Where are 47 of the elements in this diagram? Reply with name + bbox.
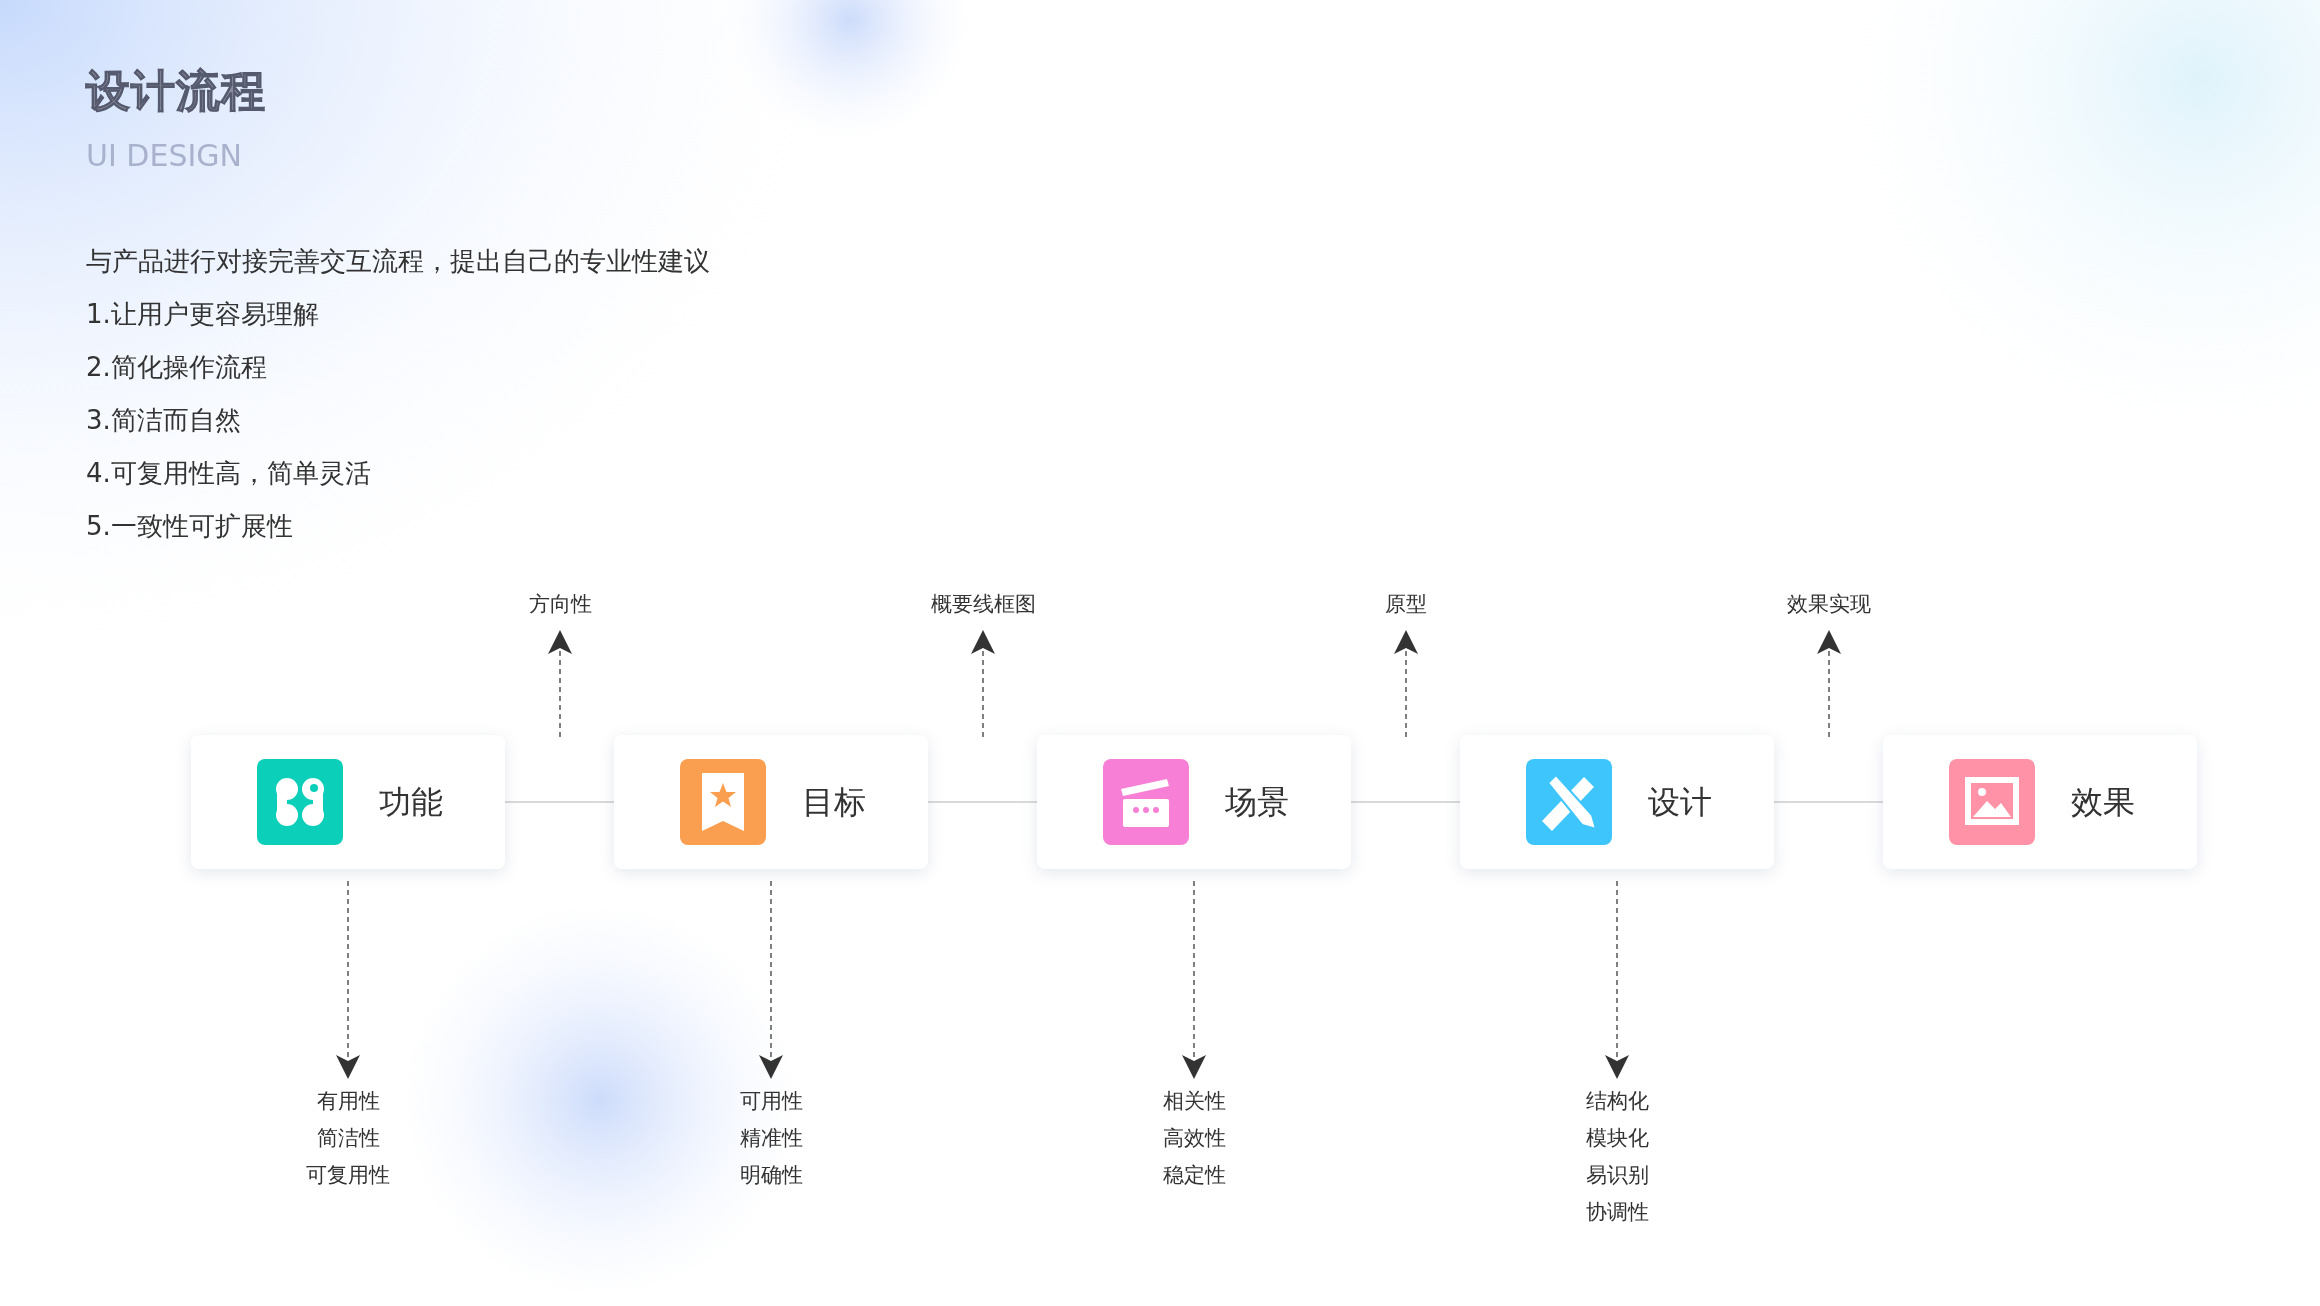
description-text: 3.简洁而自然 [86, 404, 241, 437]
connector-line [1350, 801, 1461, 803]
step-label: 效果 [2071, 782, 2135, 823]
attribute-text: 相关性 [1162, 1088, 1226, 1115]
attribute-text: 稳定性 [1162, 1162, 1226, 1189]
connector-line [504, 801, 615, 803]
attribute-text: 易识别 [1585, 1162, 1649, 1189]
step-label: 功能 [379, 782, 443, 823]
connector-line [927, 801, 1038, 803]
attribute-text: 模块化 [1585, 1125, 1649, 1152]
attribute-text: 简洁性 [315, 1125, 381, 1152]
stage-label: 效果实现 [1787, 590, 1871, 618]
step-card [1037, 735, 1351, 869]
description-text: 5.一致性可扩展性 [86, 510, 293, 543]
dashed-arrow [1817, 630, 1841, 738]
stage-label: 原型 [1385, 590, 1427, 618]
step-card [614, 735, 928, 869]
stage-label: 概要线框图 [930, 590, 1036, 618]
dashed-arrow [759, 880, 783, 1079]
attribute-text: 精准性 [739, 1125, 803, 1152]
description-text: 2.简化操作流程 [86, 351, 267, 384]
description-text: 4.可复用性高，简单灵活 [86, 457, 371, 490]
description-text: 与产品进行对接完善交互流程，提出自己的专业性建议 [86, 245, 710, 278]
title-heading: 设计流程 [86, 64, 266, 118]
step-label: 场景 [1225, 782, 1289, 823]
attribute-text: 结构化 [1585, 1088, 1649, 1115]
attribute-text: 有用性 [315, 1088, 381, 1115]
dashed-arrow [336, 880, 360, 1079]
connector-line [1773, 801, 1884, 803]
subtitle-text: UI DESIGN [86, 138, 242, 173]
dashed-arrow [1605, 880, 1629, 1079]
attribute-text: 高效性 [1162, 1125, 1226, 1152]
description-text: 1.让用户更容易理解 [86, 298, 319, 331]
dashed-arrow [548, 630, 572, 738]
attribute-text: 可用性 [739, 1088, 803, 1115]
step-card [1460, 735, 1774, 869]
stage-label: 方向性 [528, 590, 592, 618]
attribute-text: 明确性 [739, 1162, 803, 1189]
attribute-text: 可复用性 [306, 1162, 390, 1189]
step-label: 目标 [802, 782, 866, 823]
dashed-arrow [971, 630, 995, 738]
attribute-text: 协调性 [1585, 1199, 1649, 1226]
dashed-arrow [1182, 880, 1206, 1079]
step-label: 设计 [1648, 782, 1712, 823]
step-card [1883, 735, 2197, 869]
step-card [191, 735, 505, 869]
dashed-arrow [1394, 630, 1418, 738]
